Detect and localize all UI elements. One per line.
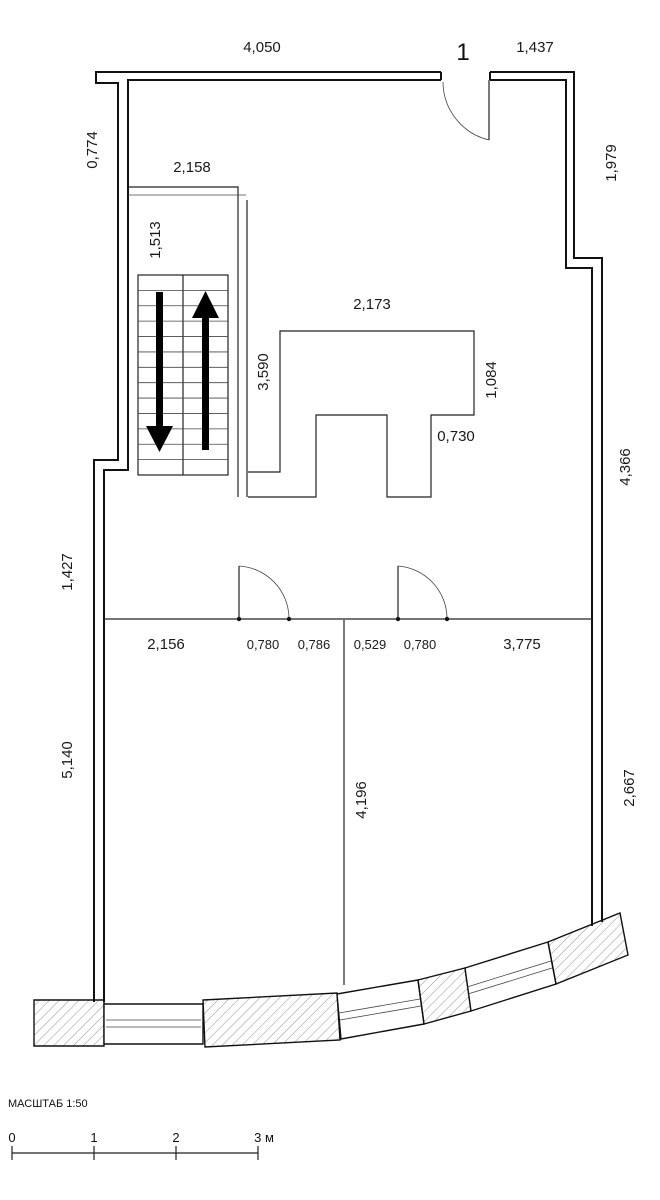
dim-right-middle: 4,366 <box>617 448 634 486</box>
room-number: 1 <box>456 39 469 66</box>
stair-enclosure <box>128 186 248 497</box>
interior-door-right <box>397 565 448 619</box>
central-core <box>248 330 475 498</box>
dim-partition-left: 2,156 <box>147 636 185 653</box>
scale-tick-2: 2 <box>172 1130 179 1145</box>
outer-walls <box>93 71 603 1002</box>
dim-core-notch: 0,730 <box>437 428 475 445</box>
scale-title: МАСШТАБ 1:50 <box>8 1098 88 1110</box>
dim-stair-length: 3,590 <box>255 353 272 391</box>
dim-partition-right: 3,775 <box>503 636 541 653</box>
staircase <box>137 274 229 476</box>
scale-tick-1: 1 <box>90 1130 97 1145</box>
entrance-door <box>442 80 490 141</box>
dim-door-b: 0,780 <box>404 637 437 652</box>
curved-facade <box>33 912 629 1048</box>
dim-left-upper: 0,774 <box>84 131 101 169</box>
interior-door-left <box>238 565 290 619</box>
dim-partition-mid-b: 0,529 <box>354 637 387 652</box>
dim-top-wall-right: 1,437 <box>516 39 554 56</box>
dim-left-middle: 1,427 <box>59 553 76 591</box>
dim-right-upper: 1,979 <box>603 144 620 182</box>
dim-left-lower: 5,140 <box>59 741 76 779</box>
dim-partition-mid-a: 0,786 <box>298 637 331 652</box>
dim-stair-width: 2,158 <box>173 159 211 176</box>
dim-door-a: 0,780 <box>247 637 280 652</box>
dim-core-height: 1,084 <box>483 361 500 399</box>
dim-right-lower: 2,667 <box>621 769 638 807</box>
dim-core-width: 2,173 <box>353 296 391 313</box>
dim-top-wall-left: 4,050 <box>243 39 281 56</box>
arrow-up-icon <box>192 291 219 450</box>
dim-inner-wall: 4,196 <box>353 781 370 819</box>
partition-wall <box>104 616 592 622</box>
scale-tick-0: 0 <box>8 1130 15 1145</box>
scale-bar: МАСШТАБ 1:50 0 1 2 3 м <box>8 1098 274 1160</box>
dimension-labels: 1 4,050 1,437 0,774 1,979 2,158 1,513 3,… <box>59 39 638 819</box>
dim-stair-landing: 1,513 <box>147 221 164 259</box>
scale-tick-3: 3 м <box>254 1130 274 1145</box>
arrow-down-icon <box>146 292 173 452</box>
